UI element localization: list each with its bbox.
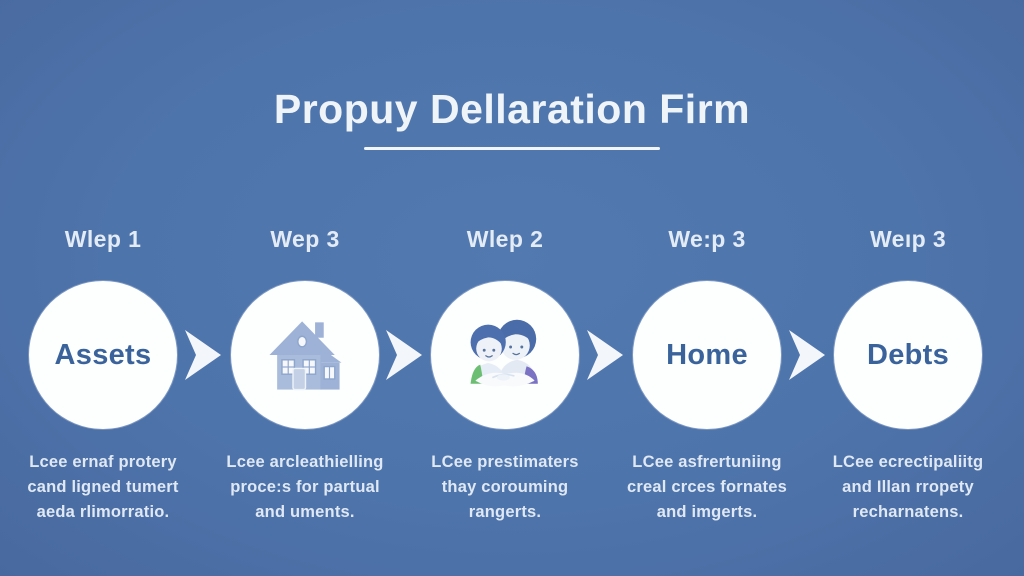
arrow-right-icon <box>184 329 224 381</box>
step-circle-assets: Assets <box>29 281 177 429</box>
step-caption: LCee asfrertuniing creal crces fornates … <box>607 450 807 525</box>
caption-line: Lcee arcleathielling <box>226 453 384 471</box>
caption-line: and uments. <box>255 503 355 521</box>
title-underline <box>364 147 660 150</box>
step-column-home: We:p 3 Home LCee asfrertuniing creal crc… <box>607 0 807 576</box>
step-caption: Lcee ernaf protery cand ligned tumert ae… <box>3 450 203 525</box>
step-caption: LCee ecrectipaliitg and Illan rropety re… <box>808 450 1008 525</box>
step-column-house: Wep 3 <box>205 0 405 576</box>
step-circle-house <box>231 281 379 429</box>
step-label: Wep 3 <box>270 226 340 252</box>
step-label: We:p 3 <box>668 226 746 252</box>
caption-line: and Illan rropety <box>842 478 974 496</box>
arrow-right-icon <box>385 329 425 381</box>
arrow-right-icon <box>788 329 828 381</box>
step-circle-home: Home <box>633 281 781 429</box>
step-column-debts: Weıp 3 Debts LCee ecrectipaliitg and Ill… <box>808 0 1008 576</box>
circle-label: Home <box>666 338 748 371</box>
couple-icon <box>453 307 557 403</box>
caption-line: proce:s for partual <box>230 478 380 496</box>
caption-line: rangerts. <box>468 503 542 521</box>
caption-line: and imgerts. <box>656 503 758 521</box>
page-title: Propuy Dellaration Firm <box>273 86 751 132</box>
caption-line: creal crces fornates <box>627 478 787 496</box>
caption-line: cand ligned tumert <box>27 478 179 496</box>
caption-line: LCee asfrertuniing <box>632 453 782 471</box>
step-circle-couple <box>431 281 579 429</box>
step-caption: Lcee arcleathielling proce:s for partual… <box>205 450 405 525</box>
arrow-right-icon <box>586 329 626 381</box>
caption-line: thay corouming <box>441 478 569 496</box>
circle-label: Assets <box>54 338 152 371</box>
house-icon <box>257 307 353 403</box>
step-column-assets: Wlep 1 Assets Lcee ernaf protery cand li… <box>3 0 203 576</box>
caption-line: Lcee ernaf protery <box>29 453 177 471</box>
caption-line: aeda rlimorratio. <box>36 503 170 521</box>
circle-label: Debts <box>866 338 950 371</box>
caption-line: recharnatens. <box>852 503 964 521</box>
step-circle-debts: Debts <box>834 281 982 429</box>
step-caption: LCee prestimaters thay corouming rangert… <box>405 450 605 525</box>
caption-line: LCee ecrectipaliitg <box>832 453 984 471</box>
step-label: Weıp 3 <box>869 226 947 252</box>
caption-line: LCee prestimaters <box>431 453 579 471</box>
step-column-couple: Wlep 2 <box>405 0 605 576</box>
step-label: Wlep 2 <box>466 226 544 252</box>
step-label: Wlep 1 <box>64 226 142 252</box>
